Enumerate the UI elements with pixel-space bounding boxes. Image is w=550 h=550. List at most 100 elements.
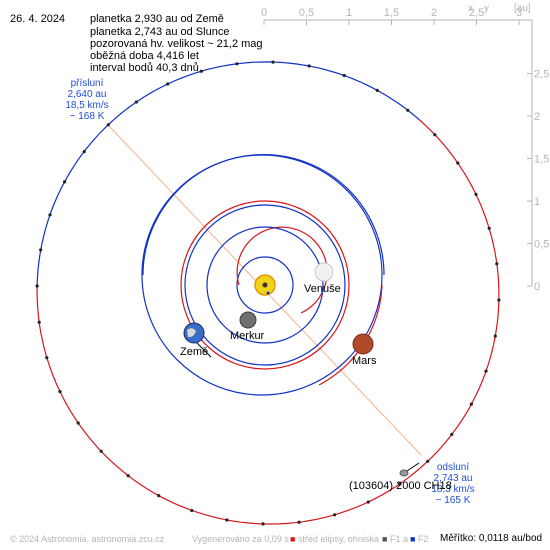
orbit-position-dot: [35, 284, 39, 288]
orbit-position-dot: [48, 213, 52, 217]
orbit-dots: [35, 60, 501, 526]
earth-cloud-shape: [187, 328, 196, 338]
legend-f1-dot: ■: [382, 534, 388, 544]
x-axis-letter: x: [468, 3, 473, 14]
aphelion-distance: 2,743 au: [433, 473, 473, 484]
y-tick-label: 1: [534, 196, 540, 208]
y-tick-label: 0,5: [534, 239, 549, 251]
x-tick-label: 2: [431, 7, 437, 19]
perihelion-speed: 18,5 km/s: [65, 100, 109, 111]
orbit-position-dot: [342, 73, 346, 78]
perihelion-distance: 2,640 au: [67, 89, 107, 100]
earth-orbit: [184, 204, 346, 366]
orbit-position-dot: [375, 88, 379, 92]
earth-label: Země: [180, 346, 209, 358]
info-line-period: oběžná doba 4,416 let: [90, 50, 199, 62]
orbit-position-dot: [166, 82, 170, 86]
orbit-position-dot: [484, 369, 488, 373]
generated-text: Vygenerováno za 0,09 s: [192, 534, 289, 544]
info-line-distance-sun: planetka 2,743 au od Slunce: [90, 26, 230, 38]
orbit-position-dot: [495, 262, 499, 266]
orbit-position-dot: [76, 421, 80, 425]
orbit-position-dot: [45, 356, 49, 360]
orbit-position-dot: [297, 520, 301, 524]
orbit-position-dot: [333, 513, 337, 517]
asteroid-icon: [399, 469, 409, 477]
mercury-icon: [239, 311, 257, 329]
x-tick-label: 1: [346, 7, 352, 19]
mercury-orbit-segment: [236, 226, 328, 314]
asteroid-label: (103604) 2000 CH18: [349, 480, 452, 492]
orbit-position-dot: [63, 180, 67, 184]
x-tick-label: 2,5: [469, 7, 484, 19]
orbit-position-dot: [366, 500, 370, 504]
orbit-position-dot: [450, 432, 454, 436]
orbit-position-dot: [474, 192, 478, 196]
x-tick-label: 0,5: [299, 7, 314, 19]
orbit-position-dot: [99, 449, 103, 453]
orbit-position-dot: [37, 320, 41, 324]
mercury-orbit: [236, 256, 294, 314]
info-line-magnitude: pozorovaná hv. velikost ~ 21,2 mag: [90, 38, 263, 50]
perihelion-title: přísluní: [70, 78, 104, 89]
orbit-position-dot: [456, 161, 460, 165]
y-tick-label: 1,5: [534, 154, 549, 166]
orbit-position-dot: [469, 402, 473, 406]
orbit-position-dot: [497, 298, 501, 302]
axes: [264, 19, 533, 286]
info-line-interval: interval bodů 40,3 dnů: [90, 62, 199, 74]
orbit-position-dot: [58, 390, 62, 394]
mars-label: Mars: [352, 355, 377, 367]
orbit-position-dot: [190, 508, 194, 513]
orbit-position-dot: [261, 522, 265, 526]
legend-center-dot: ■: [290, 534, 296, 544]
orbit-position-dot: [406, 108, 410, 112]
perihelion-label: přísluní 2,640 au 18,5 km/s ~ 168 K: [57, 78, 117, 122]
orbit-position-dot: [157, 494, 161, 498]
legend-f2-dot: ■: [410, 534, 416, 544]
orbit-position-dot: [82, 150, 86, 154]
orbit-position-dot: [398, 482, 402, 486]
ellipse-center-marker: [266, 291, 270, 295]
orbit-position-dot: [235, 62, 239, 66]
orbit-position-dot: [199, 69, 203, 73]
orbit-position-dot: [271, 60, 275, 64]
x-tick-label: 3: [516, 7, 522, 19]
date-label: 26. 4. 2024: [10, 13, 66, 25]
scale-text: Měřítko: 0,0118 au/bod: [440, 533, 543, 544]
orbit-position-dot: [39, 248, 43, 252]
aphelion-temp: ~ 165 K: [435, 495, 471, 506]
copyright-text: © 2024 Astronomia, astronomia.zcu.cz: [10, 534, 165, 544]
asteroid-orbit-red: [36, 119, 500, 525]
venus-label: Venuše: [304, 283, 341, 295]
orbit-position-dot: [433, 133, 437, 137]
orbit-position-dot: [106, 123, 110, 127]
earth-orbit-red: [180, 200, 350, 370]
legend-center: ■ střed elipsy, ohniska: [290, 534, 379, 544]
orbit-position-dot: [426, 459, 430, 463]
y-tick-label: 0: [534, 281, 540, 293]
aphelion-label: odsluní 2,743 au 18,3 km/s ~ 165 K: [422, 462, 484, 506]
aphelion-title: odsluní: [436, 462, 470, 473]
y-tick-label: 2,5: [534, 69, 549, 81]
legend-f2: ■ F2: [410, 534, 429, 544]
mars-orbit-red-segment: [318, 284, 383, 386]
aphelion-speed: 18,3 km/s: [431, 484, 475, 495]
venus-icon: [314, 262, 334, 282]
orbit-position-dot: [225, 518, 229, 522]
orbit-position-dot: [126, 474, 130, 478]
orbit-position-dot: [487, 226, 491, 230]
axis-unit: [au]: [514, 3, 531, 14]
y-tick-label: 2: [534, 111, 540, 123]
venus-orbit: [206, 226, 324, 344]
mars-orbit-upper: [142, 153, 385, 276]
legend-f1: ■ F1 a: [382, 534, 408, 544]
orbit-position-dot: [134, 100, 138, 104]
perihelion-temp: ~ 168 K: [69, 111, 105, 122]
info-line-distance-earth: planetka 2,930 au od Země: [90, 13, 224, 25]
mercury-label: Merkur: [230, 330, 265, 342]
orbit-position-dot: [493, 334, 497, 338]
mars-icon: [352, 333, 374, 355]
